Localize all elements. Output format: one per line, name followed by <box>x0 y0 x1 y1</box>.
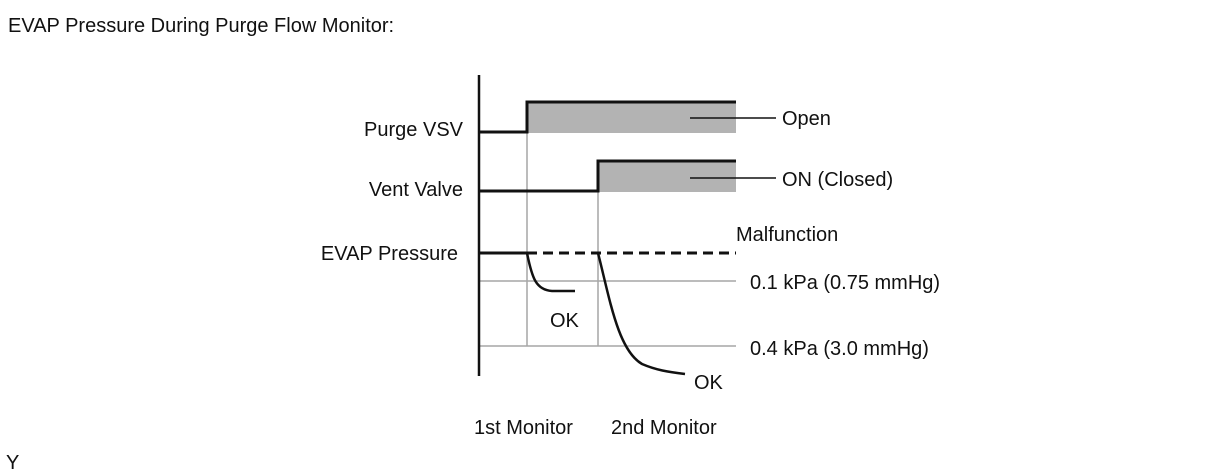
ok-curve-1st-monitor <box>525 252 575 293</box>
evap-pressure-label: EVAP Pressure <box>321 243 458 265</box>
closed-state-label: ON (Closed) <box>782 169 893 191</box>
purge-vsv-signal <box>479 100 736 134</box>
open-state-label: Open <box>782 108 831 130</box>
ok-label-2nd-monitor: OK <box>694 372 724 394</box>
threshold-2-label: 0.4 kPa (3.0 mmHg) <box>750 338 929 360</box>
threshold-1-label: 0.1 kPa (0.75 mmHg) <box>750 272 940 294</box>
first-monitor-label: 1st Monitor <box>474 417 573 439</box>
ok-label-1st-monitor: OK <box>550 310 580 332</box>
figure-code: Y <box>6 452 19 474</box>
vent-valve-label: Vent Valve <box>369 179 463 201</box>
vent-valve-signal <box>479 159 736 193</box>
ok-curve-2nd-monitor <box>596 252 686 376</box>
vent-valve-closed-area <box>598 162 736 192</box>
malfunction-label: Malfunction <box>736 224 838 246</box>
second-monitor-label: 2nd Monitor <box>611 417 717 439</box>
diagram-title: EVAP Pressure During Purge Flow Monitor: <box>8 15 394 37</box>
purge-vsv-label: Purge VSV <box>364 119 464 141</box>
